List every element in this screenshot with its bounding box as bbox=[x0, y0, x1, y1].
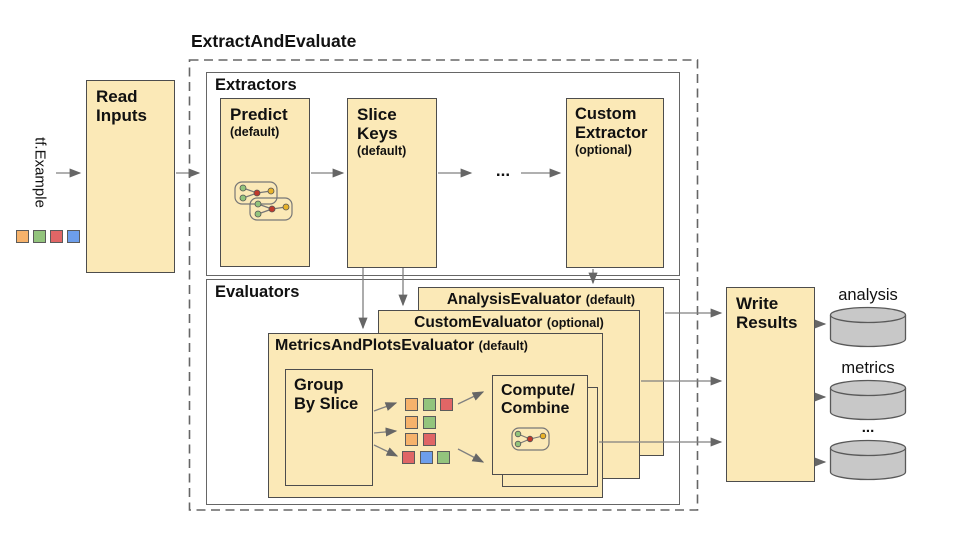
custom-evaluator-title: CustomEvaluator bbox=[414, 314, 543, 331]
custom-evaluator-qualifier: (optional) bbox=[546, 316, 604, 330]
sliced-data-squares bbox=[402, 398, 453, 468]
extractors-section-label: Extractors bbox=[215, 76, 297, 94]
sliced-squares-row bbox=[405, 415, 453, 429]
write-results-title: Write Results bbox=[736, 294, 798, 333]
custom-extractor-qualifier: (optional) bbox=[575, 143, 632, 158]
orange-square bbox=[405, 398, 418, 411]
red-square bbox=[422, 433, 436, 446]
tf-example-label: tf.Example bbox=[31, 137, 49, 208]
slice-keys-qualifier: (default) bbox=[357, 144, 407, 159]
sliced-squares-row bbox=[405, 398, 453, 411]
analysis-output-label: analysis bbox=[838, 286, 898, 304]
red-square bbox=[50, 230, 63, 243]
green-square bbox=[437, 450, 450, 464]
slice-keys-title: Slice Keys bbox=[357, 105, 398, 144]
read-inputs-box: Read Inputs bbox=[86, 80, 175, 273]
metrics-output-label: metrics bbox=[841, 359, 895, 377]
blue-square bbox=[419, 450, 433, 464]
more-database-icon bbox=[829, 439, 907, 481]
orange-square bbox=[405, 433, 418, 446]
analysis-database-icon bbox=[829, 306, 907, 348]
red-square bbox=[402, 450, 415, 464]
diagram-title: ExtractAndEvaluate bbox=[191, 31, 357, 51]
group-by-slice-title: Group By Slice bbox=[294, 376, 359, 413]
metrics-evaluator-qualifier: (default) bbox=[478, 339, 528, 353]
custom-extractor-title: Custom Extractor bbox=[575, 105, 648, 142]
write-results-box: Write Results bbox=[726, 287, 815, 482]
analysis-evaluator-qualifier: (default) bbox=[585, 293, 636, 307]
predict-title: Predict bbox=[230, 105, 288, 124]
green-square bbox=[422, 415, 436, 429]
read-inputs-title: Read Inputs bbox=[96, 87, 147, 126]
more-outputs-ellipsis: ... bbox=[861, 419, 875, 436]
predict-qualifier: (default) bbox=[230, 125, 280, 140]
metrics-database-icon bbox=[829, 379, 907, 421]
compute-combine-title: Compute/ Combine bbox=[501, 382, 575, 418]
red-square bbox=[440, 398, 453, 411]
compute-combine-box: Compute/ Combine bbox=[492, 375, 588, 475]
sliced-squares-row bbox=[405, 433, 453, 446]
input-squares bbox=[16, 230, 80, 243]
sliced-squares-row bbox=[402, 450, 453, 464]
slice-keys-box: Slice Keys (default) bbox=[347, 98, 437, 268]
model-graph-icon bbox=[234, 181, 293, 221]
extractors-ellipsis: ... bbox=[495, 161, 511, 180]
analysis-evaluator-title: AnalysisEvaluator bbox=[446, 291, 582, 308]
orange-square bbox=[405, 415, 418, 429]
custom-extractor-box: Custom Extractor (optional) bbox=[566, 98, 664, 268]
green-square bbox=[422, 398, 436, 411]
blue-square bbox=[67, 230, 80, 243]
metrics-evaluator-title: MetricsAndPlotsEvaluator bbox=[275, 337, 475, 354]
group-by-slice-box: Group By Slice bbox=[285, 369, 373, 486]
combine-graph-icon bbox=[511, 427, 550, 451]
green-square bbox=[33, 230, 46, 243]
orange-square bbox=[16, 230, 29, 243]
